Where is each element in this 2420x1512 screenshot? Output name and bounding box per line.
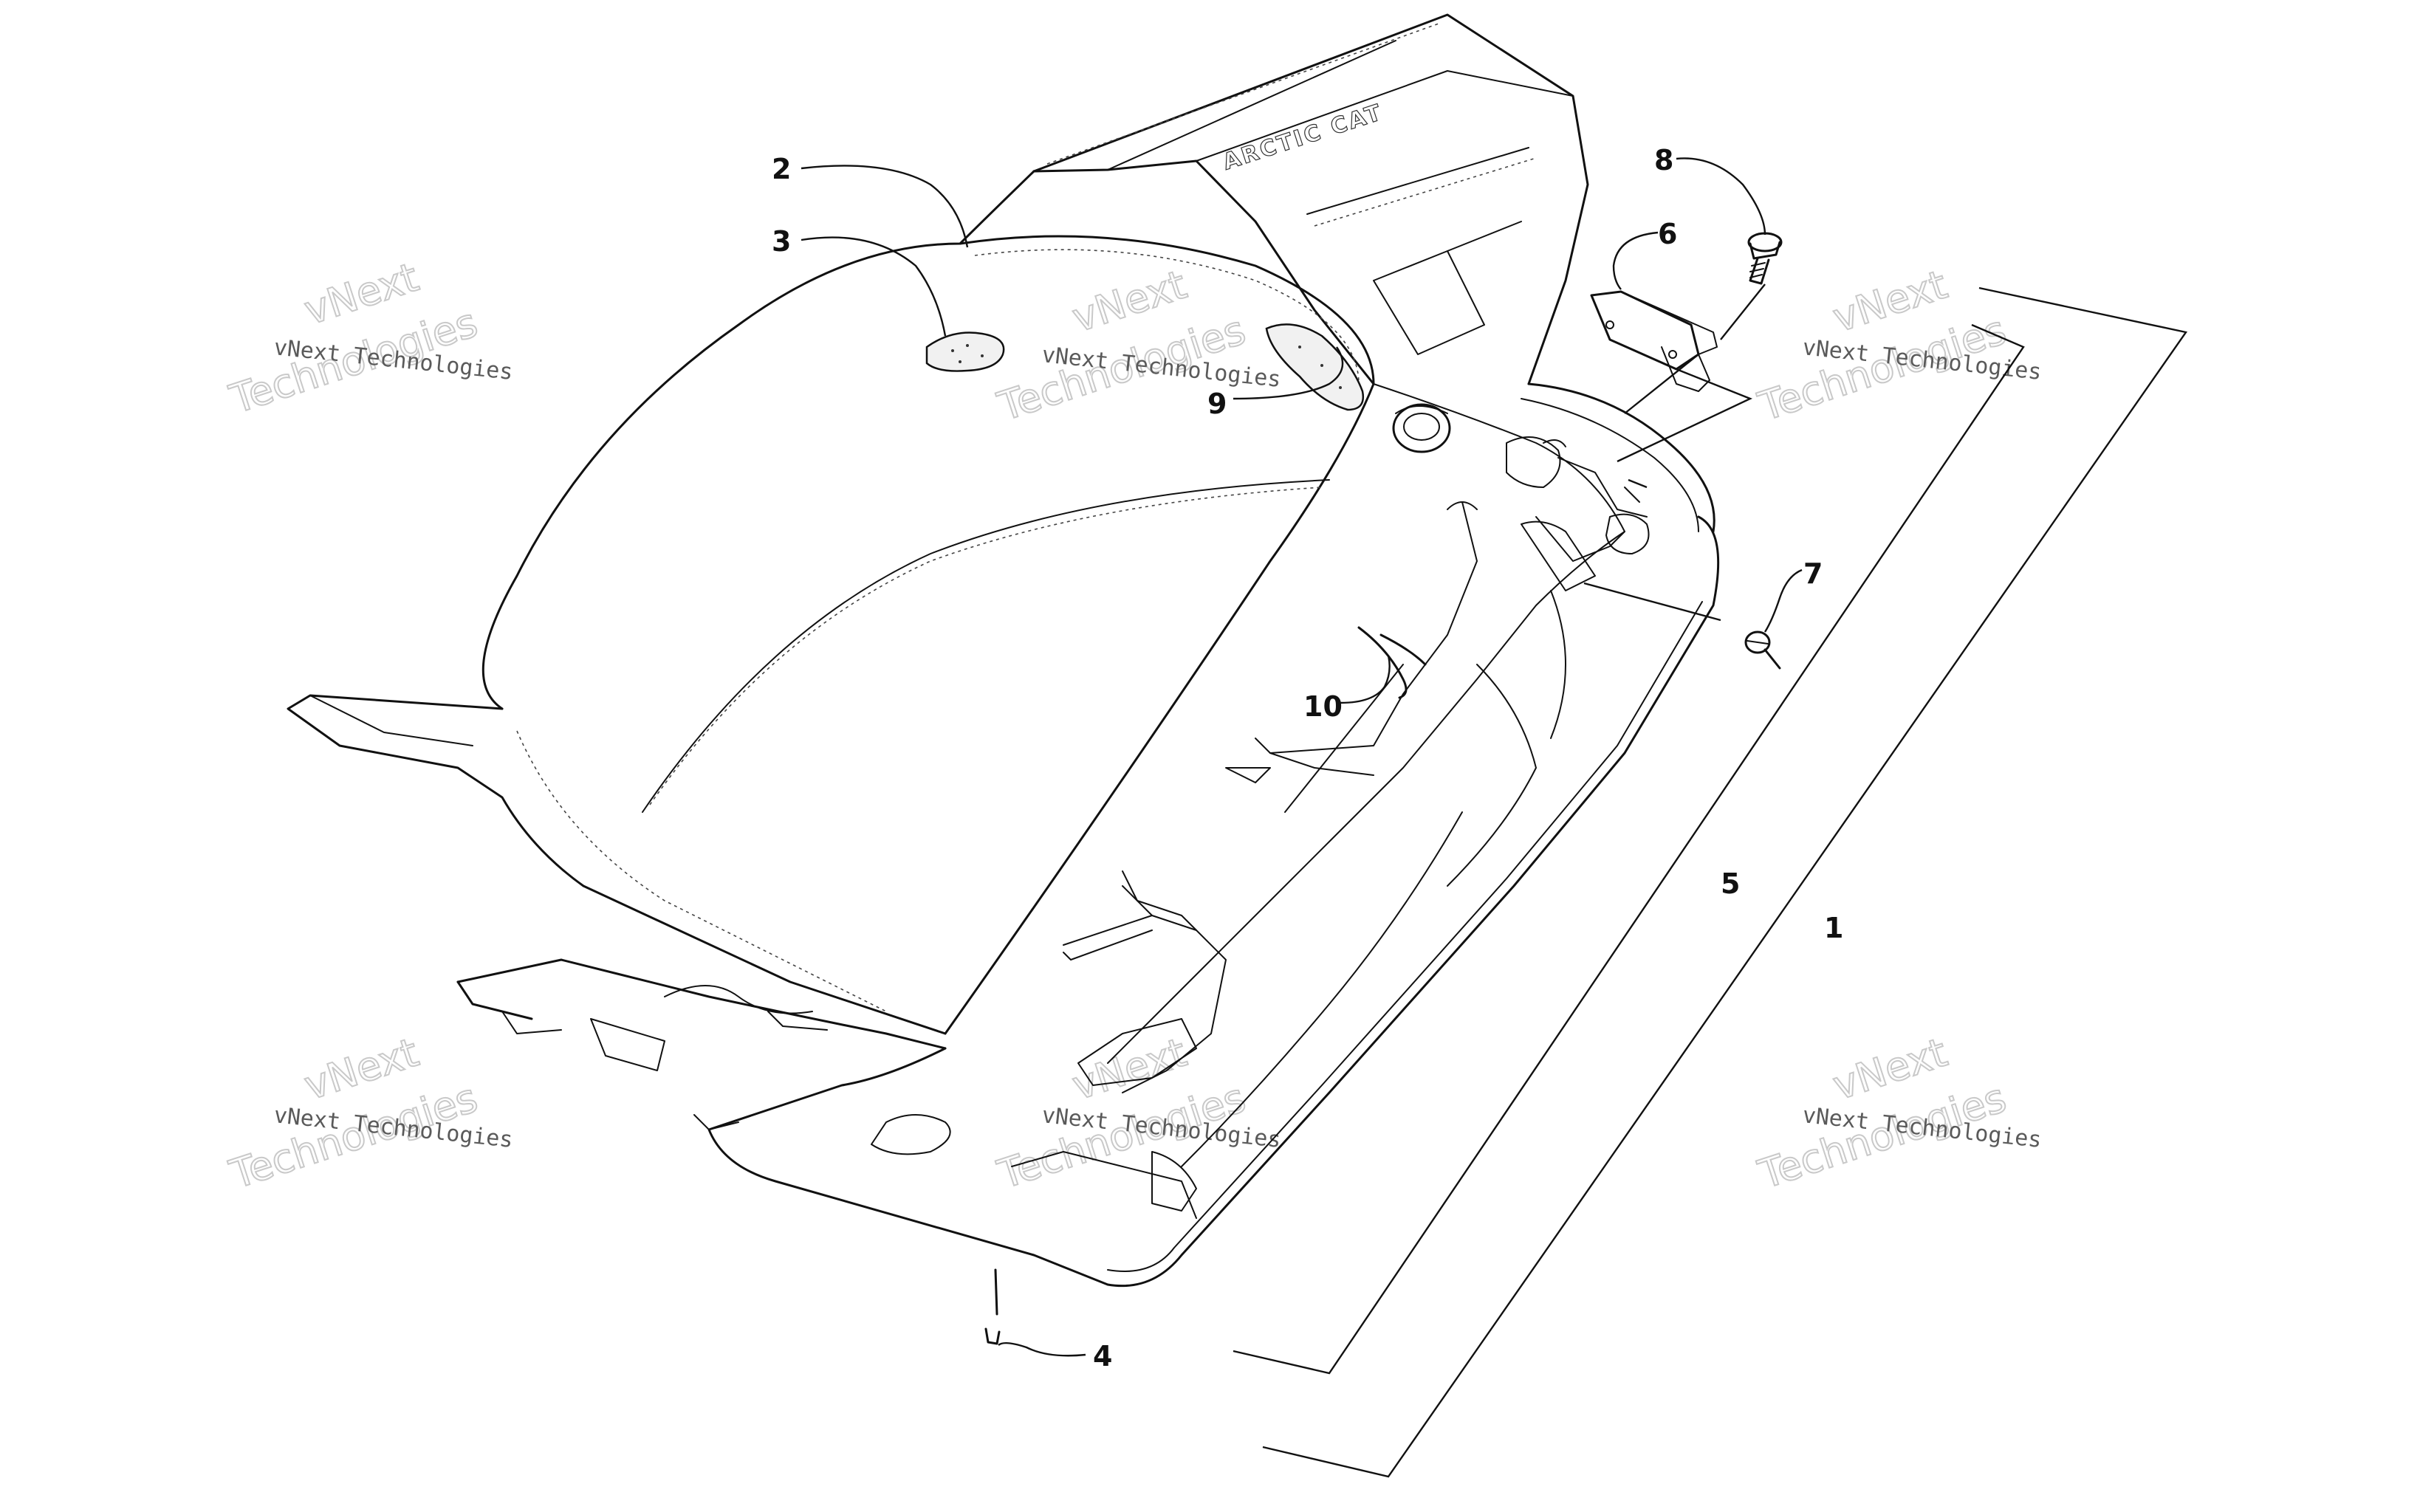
seat-grommet bbox=[1392, 403, 1451, 453]
bracket-6 bbox=[1590, 290, 1718, 392]
watermark-top-right: Technologies vNext vNext Technologies bbox=[1752, 261, 2043, 431]
watermark-bottom-left: Technologies vNext vNext Technologies bbox=[224, 1028, 515, 1199]
assembly-bracket-1 bbox=[1262, 286, 2188, 1478]
watermark-bottom-center: Technologies vNext vNext Technologies bbox=[992, 1028, 1283, 1199]
seat-cover: ARCTIC CAT bbox=[287, 13, 1720, 1288]
watermark-bottom-right: Technologies vNext vNext Technologies bbox=[1752, 1028, 2043, 1199]
callout-3: 3 bbox=[772, 225, 791, 258]
callout-10: 10 bbox=[1303, 690, 1343, 723]
leader-lines bbox=[801, 157, 1803, 1357]
assembly-bracket-5 bbox=[1233, 323, 2025, 1375]
callout-labels: 1 2 3 4 5 6 7 8 9 10 bbox=[772, 144, 1843, 1372]
push-pin-7 bbox=[1744, 630, 1781, 670]
watermark-top-center: Technologies vNext vNext Technologies bbox=[992, 261, 1283, 431]
callout-7: 7 bbox=[1803, 557, 1823, 590]
callout-8: 8 bbox=[1654, 144, 1673, 176]
foam-patch-3 bbox=[925, 331, 1005, 372]
callout-6: 6 bbox=[1658, 218, 1677, 250]
callout-1: 1 bbox=[1824, 912, 1843, 944]
clip-4 bbox=[984, 1268, 1001, 1345]
callout-9: 9 bbox=[1207, 388, 1227, 420]
callout-4: 4 bbox=[1093, 1340, 1112, 1372]
wire-hook-10 bbox=[1357, 626, 1427, 699]
callout-2: 2 bbox=[772, 153, 791, 185]
seat-logo-text: ARCTIC CAT bbox=[1220, 100, 1387, 176]
foam-strip-9 bbox=[1265, 323, 1365, 411]
watermark-top-left: Technologies vNext vNext Technologies bbox=[224, 253, 515, 424]
screw-8 bbox=[1747, 232, 1783, 285]
callout-5: 5 bbox=[1721, 867, 1740, 900]
